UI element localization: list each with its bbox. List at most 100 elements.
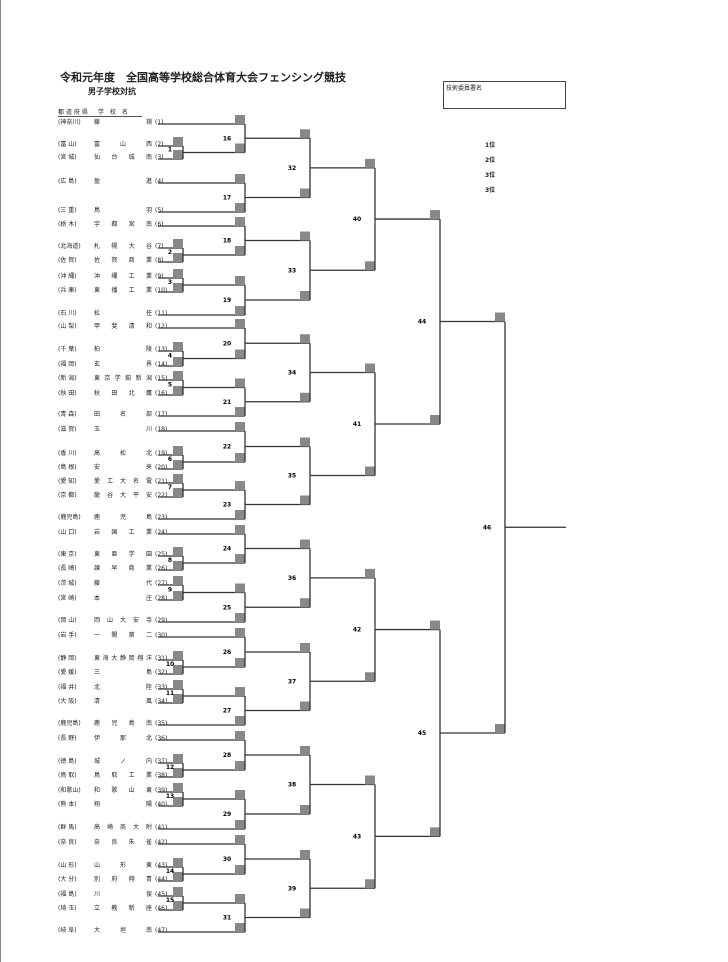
team-name: 本庄 [94,595,152,602]
team-seed: (39) [155,787,168,794]
team-prefecture: (長 崎) [58,565,77,572]
score-box [235,143,245,153]
score-box [235,583,245,593]
team-prefecture: (山 形) [58,862,77,869]
team-row: (群 馬)高崎商大附(41) [58,823,173,832]
score-box [173,576,183,585]
team-prefecture: (大 阪) [58,698,77,705]
team-seed: (25) [155,551,168,558]
match-number: 43 [353,833,361,840]
match-number: 38 [288,782,296,789]
score-box [235,407,245,416]
team-row: (北海道)札幌大谷(7) [58,242,173,251]
score-box [300,334,310,344]
team-prefecture: (愛 知) [58,478,77,485]
team-row: (茨 城)藤代(27) [58,579,173,588]
team-name: 立教新座 [94,905,152,912]
score-box [300,598,310,608]
team-seed: (30) [155,632,168,639]
score-box [235,217,245,226]
score-box [235,525,245,534]
team-seed: (31) [155,655,168,662]
team-prefecture: (茨 城) [58,580,77,587]
team-prefecture: (石 川) [58,310,77,317]
team-name: 札幌大谷 [94,243,152,250]
score-box [235,923,245,932]
team-row: (三 重)鳥羽(5) [58,206,173,215]
match-number: 34 [288,370,296,377]
score-box [173,797,183,806]
team-prefecture: (秋 田) [58,390,77,397]
team-row: (岩 手)一関第二(30) [58,631,173,640]
team-name: 鳥取工業 [94,772,152,779]
team-prefecture: (神奈川) [58,119,81,126]
team-prefecture: (北海道) [58,243,81,250]
team-seed: (27) [155,580,168,587]
score-box [173,371,183,380]
score-box [173,901,183,910]
match-number: 31 [223,915,231,922]
score-box [235,510,245,519]
score-box [173,665,183,674]
team-name: 松任 [94,310,152,317]
score-box [173,137,183,146]
team-prefecture: (兵 庫) [58,287,77,294]
score-box [235,319,245,328]
score-box [235,349,245,359]
score-box [173,239,183,248]
score-box [300,437,310,447]
match-number: 9 [168,587,172,594]
score-box [235,174,245,183]
team-name: 田名部 [94,411,152,418]
team-seed: (2) [155,141,164,148]
team-prefecture: (香 川) [58,450,77,457]
team-seed: (44) [155,876,168,883]
match-number: 28 [223,752,231,759]
team-row: (滋 賀)玉川(18) [58,425,173,434]
match-number: 2 [168,249,172,256]
score-box [173,386,183,395]
score-box [173,694,183,703]
score-box [173,872,183,881]
score-box [173,283,183,292]
score-box [173,269,183,278]
team-row: (鹿児島)鹿児島(23) [58,513,173,522]
team-prefecture: (青 森) [58,411,77,418]
score-box [430,210,440,220]
team-prefecture: (滋 賀) [58,426,77,433]
score-box [235,687,245,696]
team-row: (栃 木)宇都宮南(6) [58,220,173,229]
score-box [235,453,245,462]
team-seed: (22) [155,492,168,499]
place-2: 2位 [485,157,496,164]
page-edge [0,0,1,962]
place-3a: 3位 [485,172,496,179]
team-name: 東亜学園 [94,551,152,558]
team-name: 玉川 [94,426,152,433]
score-box [365,672,375,682]
team-seed: (8) [155,257,164,264]
match-number: 15 [166,897,174,904]
team-name: 別府翔青 [94,876,152,883]
match-number: 12 [166,764,174,771]
team-name: 和歌山東 [94,787,152,794]
team-seed: (3) [155,154,164,161]
team-name: 玄界 [94,361,152,368]
team-row: (徳 島)城ノ内(37) [58,757,173,766]
team-row: (鳥 取)鳥取工業(38) [58,771,173,780]
team-prefecture: (鹿児島) [58,514,81,521]
team-prefecture: (宮 崎) [58,595,77,602]
score-box [235,865,245,874]
team-seed: (46) [155,905,168,912]
team-row: (京 都)龍谷大平安(22) [58,491,173,500]
match-number: 37 [288,678,296,685]
team-prefecture: (愛 媛) [58,669,77,676]
team-seed: (9) [155,273,164,280]
score-box [173,460,183,469]
match-number: 4 [168,353,172,360]
team-prefecture: (熊 本) [58,801,77,808]
team-row: (福 井)北陸(33) [58,683,173,692]
team-prefecture: (新 潟) [58,375,77,382]
team-name: 秋田北鷹 [94,390,152,397]
